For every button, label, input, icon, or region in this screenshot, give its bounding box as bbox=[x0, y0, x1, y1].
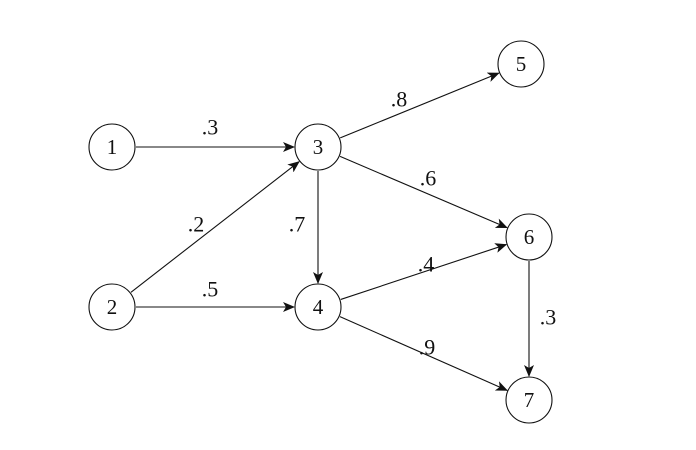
node-7: 7 bbox=[505, 376, 553, 424]
node-label: 2 bbox=[107, 295, 118, 319]
node-circle bbox=[294, 123, 342, 171]
edge-weight-label: .5 bbox=[202, 277, 219, 302]
node-label: 1 bbox=[107, 135, 118, 159]
edge-weight-label: .2 bbox=[188, 212, 205, 237]
edge-4-7 bbox=[339, 316, 508, 391]
edge-3-5 bbox=[340, 72, 500, 139]
node-label: 5 bbox=[516, 52, 527, 76]
edge-weight-label: .7 bbox=[289, 212, 306, 237]
nodes-layer: 1 2 3 4 5 6 7 bbox=[88, 40, 553, 424]
edge-weight-label: .6 bbox=[420, 166, 437, 191]
edges-layer: .3 .2 .5 .8 .6 .7 .4 .9 .3 bbox=[130, 72, 557, 391]
edge-weight-label: .8 bbox=[391, 87, 408, 112]
node-label: 4 bbox=[313, 295, 324, 319]
edge-2-3 bbox=[130, 161, 300, 293]
edge-weight-label: .4 bbox=[418, 252, 435, 277]
node-4: 4 bbox=[294, 283, 342, 331]
edge-weight-label: .9 bbox=[419, 335, 436, 360]
node-label: 3 bbox=[313, 135, 324, 159]
edge-weight-label: .3 bbox=[540, 305, 557, 330]
edge-3-6 bbox=[339, 155, 508, 229]
node-2: 2 bbox=[88, 283, 136, 331]
node-6: 6 bbox=[505, 213, 553, 261]
node-circle bbox=[505, 376, 553, 424]
node-5: 5 bbox=[497, 40, 545, 88]
node-circle bbox=[294, 283, 342, 331]
node-label: 7 bbox=[524, 388, 535, 412]
node-label: 6 bbox=[524, 225, 535, 249]
node-circle bbox=[88, 123, 136, 171]
node-3: 3 bbox=[294, 123, 342, 171]
edge-weight-label: .3 bbox=[202, 115, 219, 140]
node-circle bbox=[497, 40, 545, 88]
node-circle bbox=[88, 283, 136, 331]
node-circle bbox=[505, 213, 553, 261]
node-1: 1 bbox=[88, 123, 136, 171]
edge-4-6 bbox=[340, 243, 508, 300]
